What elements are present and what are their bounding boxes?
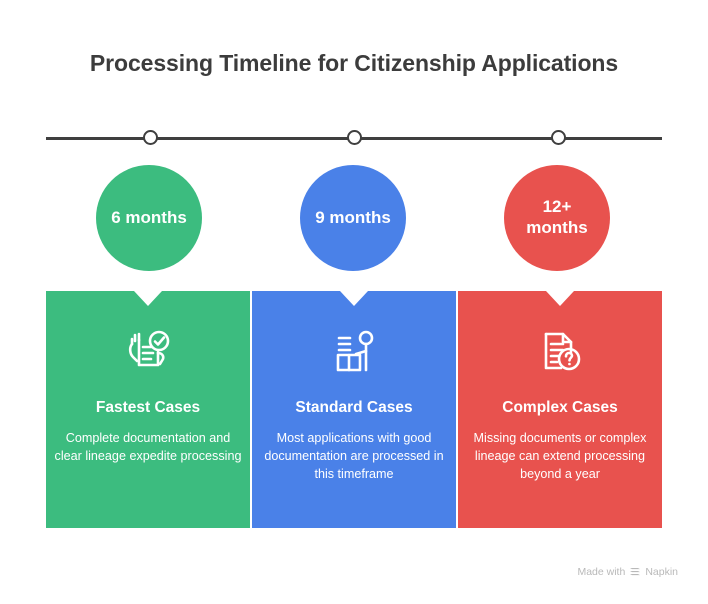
card-notch (340, 291, 368, 306)
card-description-fastest: Complete documentation and clear lineage… (54, 431, 242, 463)
card-notch (134, 291, 162, 306)
timeline-marker-3 (551, 130, 566, 145)
case-card-standard: Standard Cases Most applications with go… (252, 291, 456, 528)
document-check-hand-icon (117, 320, 179, 382)
watermark: Made with Napkin (577, 566, 678, 578)
card-description-complex: Missing documents or complex lineage can… (473, 431, 647, 481)
card-title-standard: Standard Cases (295, 399, 413, 416)
case-card-fastest: Fastest Cases Complete documentation and… (46, 291, 250, 528)
page-title: Processing Timeline for Citizenship Appl… (89, 50, 619, 76)
duration-bubble-standard: 9 months (300, 165, 406, 271)
card-notch (546, 291, 574, 306)
card-title-complex: Complex Cases (502, 399, 618, 416)
card-title-fastest: Fastest Cases (95, 399, 201, 416)
duration-bubbles: 6 months 9 months 12+ months (0, 165, 708, 275)
person-at-counter-icon (323, 320, 385, 382)
timeline-marker-2 (347, 130, 362, 145)
watermark-brand: Napkin (645, 566, 678, 578)
case-card-complex: Complex Cases Missing documents or compl… (458, 291, 662, 528)
napkin-chevrons-icon (629, 566, 641, 578)
case-cards: Fastest Cases Complete documentation and… (46, 291, 662, 528)
watermark-prefix: Made with (577, 566, 626, 578)
duration-bubble-fastest: 6 months (96, 165, 202, 271)
duration-bubble-complex: 12+ months (504, 165, 610, 271)
card-description-standard: Most applications with good documentatio… (264, 431, 444, 481)
timeline-marker-1 (143, 130, 158, 145)
timeline (46, 130, 662, 146)
document-question-icon (529, 320, 591, 382)
